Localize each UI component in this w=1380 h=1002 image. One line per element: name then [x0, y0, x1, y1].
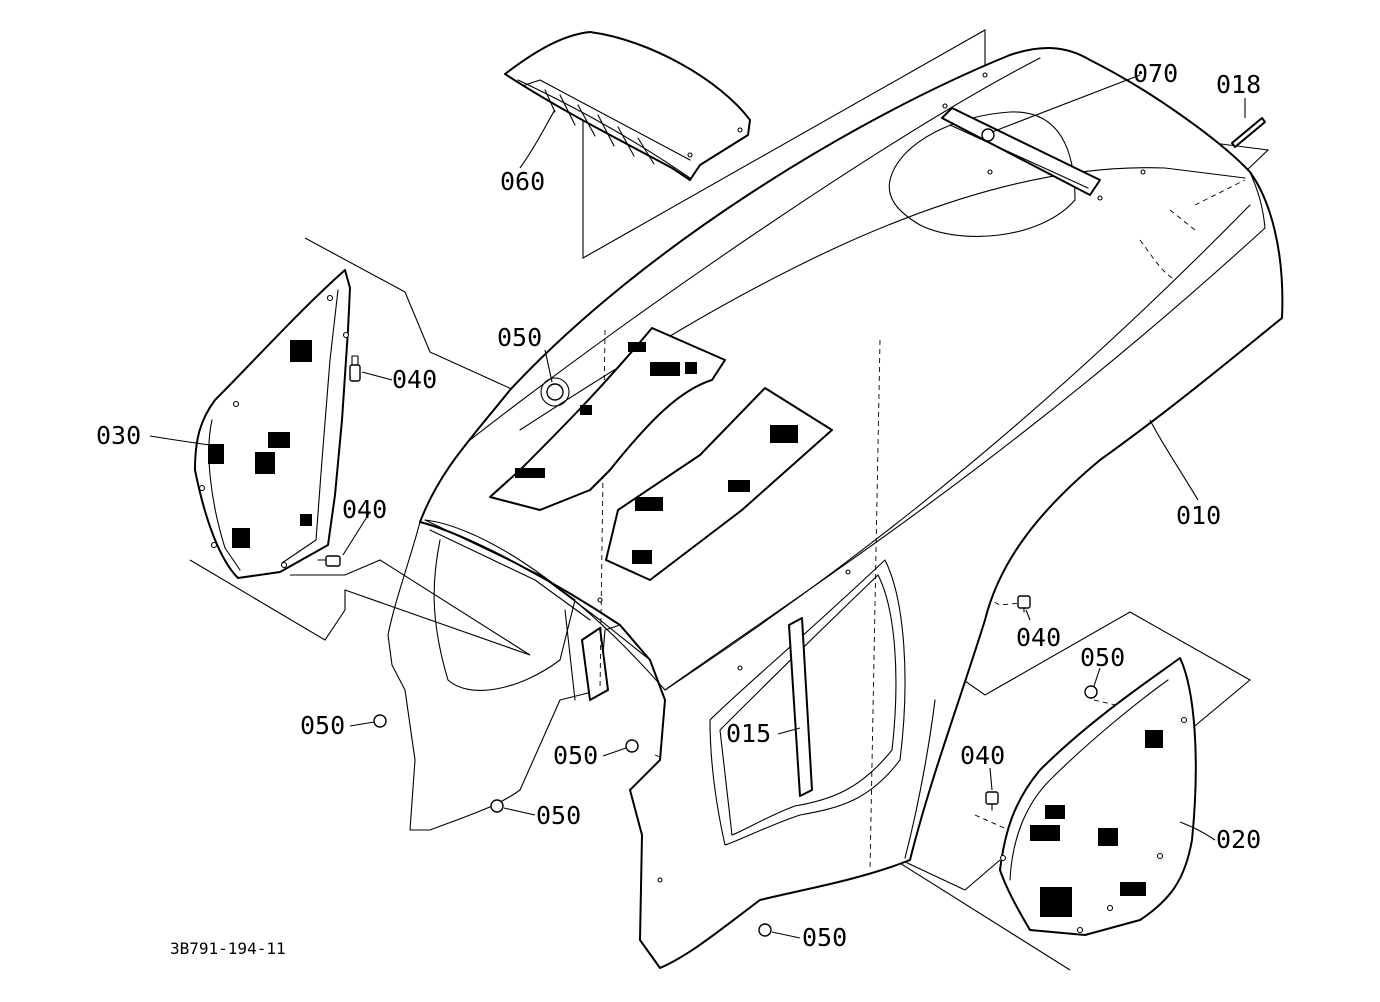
left-panel-mesh [208, 340, 312, 548]
callout-050-bottom-left: 050 [536, 801, 581, 830]
callout-010: 010 [1176, 501, 1221, 530]
hood-body-010 [387, 47, 1284, 969]
callout-050-left: 050 [300, 711, 345, 740]
nut-050-left [373, 714, 387, 728]
nut-050-top [546, 383, 564, 401]
callout-040-mid: 040 [342, 495, 387, 524]
callout-030: 030 [96, 421, 141, 450]
cap-070 [981, 128, 995, 142]
callout-labels: 070 018 060 050 040 030 040 010 040 050 … [96, 59, 1261, 958]
seal-strip-015 [788, 617, 813, 797]
callout-070: 070 [1133, 59, 1178, 88]
drawing-code: 3B791-194-11 [170, 939, 286, 958]
callout-060: 060 [500, 167, 545, 196]
fasteners [317, 128, 1098, 937]
callout-050-center: 050 [553, 741, 598, 770]
bolt-040-top-left [349, 355, 361, 382]
callout-015: 015 [726, 719, 771, 748]
callout-050-bottom: 050 [802, 923, 847, 952]
nut-050-center [625, 739, 639, 753]
right-panel-mesh [1030, 730, 1163, 917]
callout-040-lower: 040 [960, 741, 1005, 770]
callout-020: 020 [1216, 825, 1261, 854]
callout-040-right: 040 [1016, 623, 1061, 652]
vent-mesh [515, 342, 798, 564]
bolt-040-right-lower [985, 791, 999, 811]
left-side-panel-030 [194, 269, 351, 579]
callout-018: 018 [1216, 70, 1261, 99]
bolt-040-mid-left [317, 555, 341, 567]
air-scoop-060 [504, 31, 751, 181]
leader-lines [149, 74, 1246, 939]
bolt-040-right-upper [1017, 595, 1031, 613]
hood-vent-panels [489, 327, 833, 581]
callout-050-right: 050 [1080, 643, 1125, 672]
right-side-panel-020 [999, 657, 1197, 936]
callout-050-top: 050 [497, 323, 542, 352]
pin-018 [1231, 117, 1266, 148]
callout-040-top: 040 [392, 365, 437, 394]
nut-050-right [1084, 685, 1098, 699]
nut-050-bottom-left [490, 799, 504, 813]
nut-050-bottom [758, 923, 772, 937]
